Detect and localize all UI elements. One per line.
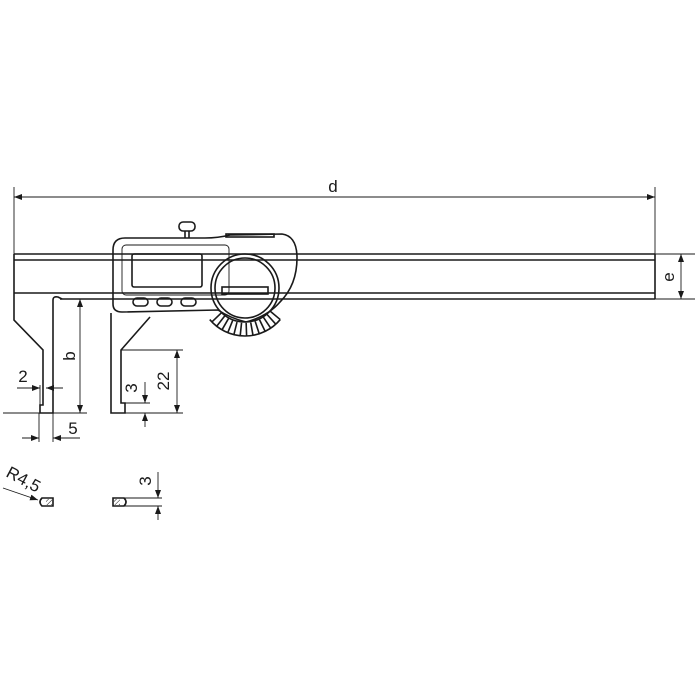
dimension-d: d	[13, 177, 656, 256]
dial-indicator-bar	[221, 286, 269, 295]
thumb-wheel	[209, 310, 281, 337]
wheel-knurl	[211, 312, 222, 323]
dial-inner	[214, 257, 276, 319]
wheel-knurl	[258, 319, 266, 332]
wheel-knurl	[249, 322, 254, 336]
lcd-screen	[131, 253, 203, 288]
label-3-section: 3	[136, 476, 155, 485]
dimension-e: e	[655, 253, 695, 300]
wheel-knurl	[221, 318, 230, 331]
section-radius: R4,5	[2, 463, 54, 507]
label-d: d	[328, 177, 337, 196]
slider-jaw	[110, 313, 151, 414]
wheel-knurl	[269, 310, 281, 321]
wheel-knurl	[254, 321, 260, 334]
dimension-2: 2	[17, 367, 63, 413]
label-3-tip: 3	[122, 383, 141, 392]
dimension-5: 5	[22, 413, 80, 442]
button-1	[132, 297, 149, 307]
fixed-jaw	[13, 254, 63, 414]
dimension-b: b	[60, 299, 83, 413]
button-3	[180, 297, 197, 307]
wheel-knurl	[266, 313, 277, 325]
dimension-3-tip: 3	[122, 382, 150, 427]
dial-outer	[210, 253, 280, 323]
wheel-knurl	[233, 321, 238, 335]
label-b: b	[60, 351, 79, 360]
label-5: 5	[68, 419, 77, 438]
dimension-22: 22	[121, 349, 183, 413]
wheel-knurl	[227, 320, 234, 333]
top-plate	[225, 233, 275, 238]
label-22: 22	[154, 372, 173, 391]
wheel-knurl	[262, 316, 272, 329]
caliper-beam	[14, 253, 656, 300]
button-2	[156, 297, 173, 307]
label-e: e	[659, 272, 678, 281]
wheel-knurl	[239, 322, 243, 336]
section-height: 3	[112, 472, 162, 520]
label-2: 2	[18, 367, 27, 386]
label-r45: R4,5	[3, 463, 44, 497]
wheel-knurl	[216, 315, 226, 327]
display-panel	[121, 244, 230, 296]
digital-display-unit	[112, 221, 298, 337]
lock-knob	[178, 221, 196, 238]
